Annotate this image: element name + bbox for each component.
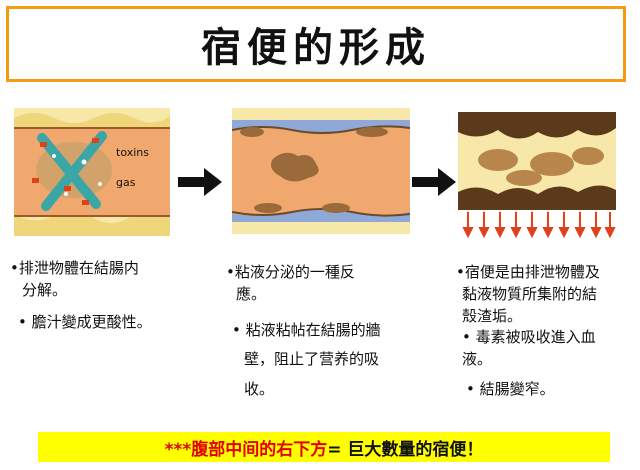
panel2-text: •粘液分泌的一種反 應。 • 粘液粘帖在結腸的牆 壁，阻止了营养的吸 收。 [226, 262, 426, 401]
title-box: 宿便的形成 [6, 6, 626, 82]
panel3-bullet2: • 毒素被吸收進入血 [462, 328, 596, 347]
page-title: 宿便的形成 [201, 25, 431, 71]
intestine-panel-1: toxins gas [14, 108, 170, 236]
arrow-right-icon [178, 168, 222, 196]
arrow-right-icon [412, 168, 456, 196]
panel3-bullet1-cont1: 黏液物質所集附的結 [462, 284, 598, 303]
conclusion-banner: ***腹部中间的右下方 = 巨大數量的宿便！ [38, 432, 610, 462]
panel3-bullet3: • 結腸變窄。 [466, 379, 555, 398]
panel1-bullet1: •排泄物體在結腸内 [10, 259, 139, 277]
panel2-bullet2-cont1: 壁，阻止了营养的吸 [244, 350, 380, 369]
panel1-bullet2: • 膽汁變成更酸性。 [18, 312, 152, 331]
gas-label: gas [116, 176, 136, 189]
panel3-bullet1: •宿便是由排泄物體及 [456, 263, 600, 281]
panel1-text: •排泄物體在結腸内 分解。 • 膽汁變成更酸性。 [10, 258, 200, 333]
toxins-label: toxins [116, 146, 149, 159]
conclusion-red-text: ***腹部中间的右下方 [164, 439, 328, 460]
panel3-bullet1-cont2: 殼渣垢。 [462, 306, 523, 325]
panel2-bullet2: • 粘液粘帖在結腸的牆 [232, 320, 381, 339]
panel3-text: •宿便是由排泄物體及 黏液物質所集附的結 殼渣垢。 • 毒素被吸收進入血 液。 … [456, 262, 636, 401]
intestine-panel-2 [232, 108, 410, 234]
panel2-bullet1: •粘液分泌的一種反 [226, 263, 355, 281]
panel3-bullet2-cont: 液。 [462, 350, 493, 368]
panel1-bullet1-cont: 分解。 [22, 280, 68, 299]
intestine-panel-3 [458, 108, 616, 242]
panel2-bullet2-cont2: 收。 [244, 380, 275, 398]
panel2-bullet1-cont: 應。 [236, 284, 267, 303]
conclusion-black-text: = 巨大數量的宿便！ [327, 439, 484, 460]
